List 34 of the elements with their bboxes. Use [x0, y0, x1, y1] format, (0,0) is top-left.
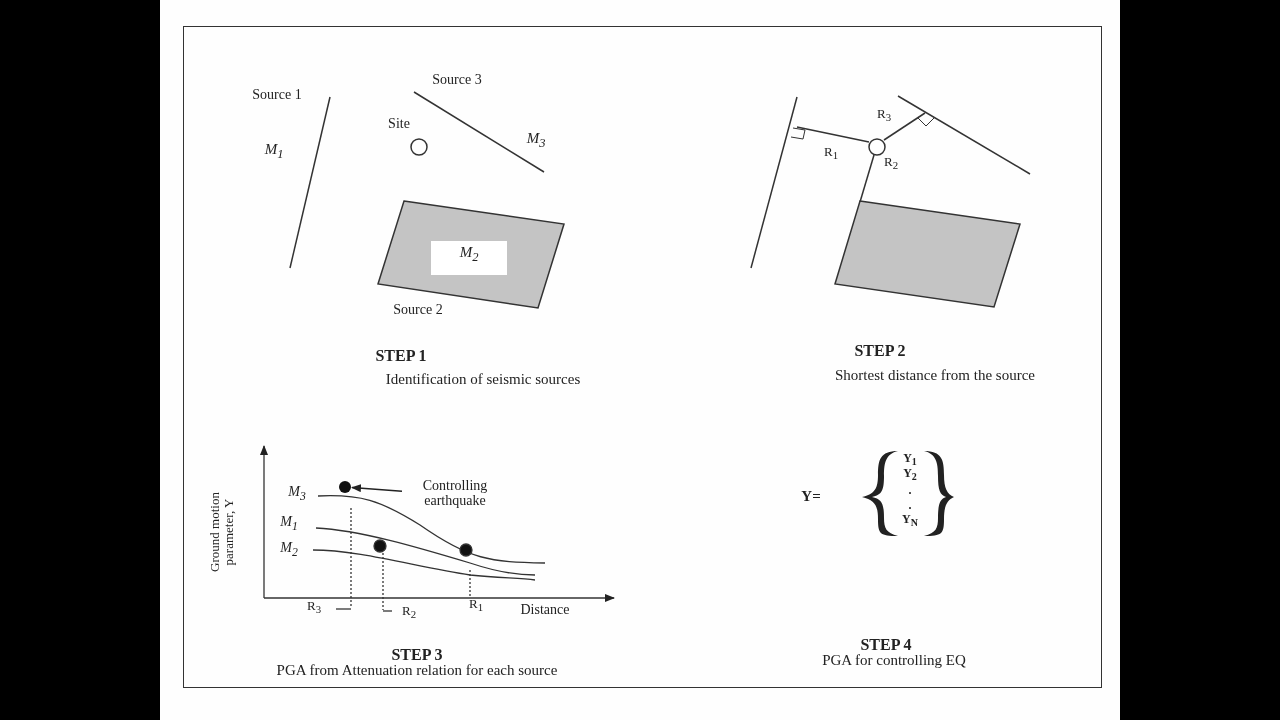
step-caption: Identification of seismic sources [385, 372, 581, 388]
magnitude-label: M$_{3}$ [526, 131, 546, 151]
ellipsis-dot: . [908, 498, 912, 512]
axis-title: Ground motion parameter, Y [208, 491, 236, 574]
magnitude-label: M$_{1}$ [280, 515, 298, 533]
source-label: Source 1 [252, 87, 302, 103]
step-caption: Shortest distance from the source [835, 368, 1035, 384]
site-label: Site [388, 116, 410, 132]
source-label: Source 2 [393, 302, 443, 318]
distance-label: R$_{2}$ [883, 154, 899, 172]
magnitude-label: M$_{2}$ [459, 245, 479, 265]
magnitude-label: M$_{2}$ [280, 541, 298, 559]
step-heading: STEP 2 [854, 342, 906, 360]
equation-term: Y$_{N}$ [902, 513, 918, 529]
step-heading: STEP 3 [391, 646, 443, 664]
magnitude-label: M$_{3}$ [288, 485, 306, 503]
arrow [351, 484, 403, 493]
distance-label: R$_{1}$ [468, 596, 484, 614]
callout-text: Controlling earthquake [405, 478, 505, 512]
magnitude-label: M$_{1}$ [264, 142, 284, 162]
distance-label: R$_{1}$ [823, 144, 839, 162]
step-heading: STEP 1 [375, 347, 427, 365]
source-label: Source 3 [432, 72, 482, 88]
axis-title: Distance [520, 602, 570, 618]
step-heading: STEP 4 [860, 636, 912, 654]
step-caption: PGA for controlling EQ [822, 653, 966, 669]
step-caption: PGA from Attenuation relation for each source [276, 663, 558, 679]
equation-term: Y$_{2}$ [903, 467, 917, 483]
distance-label: R$_{3}$ [876, 106, 892, 124]
distance-label: R$_{2}$ [401, 603, 417, 621]
distance-label: R$_{3}$ [306, 598, 322, 616]
equation-text: Y= [801, 489, 821, 505]
equation-term: Y$_{1}$ [903, 452, 917, 468]
ellipsis-dot: . [908, 483, 912, 497]
